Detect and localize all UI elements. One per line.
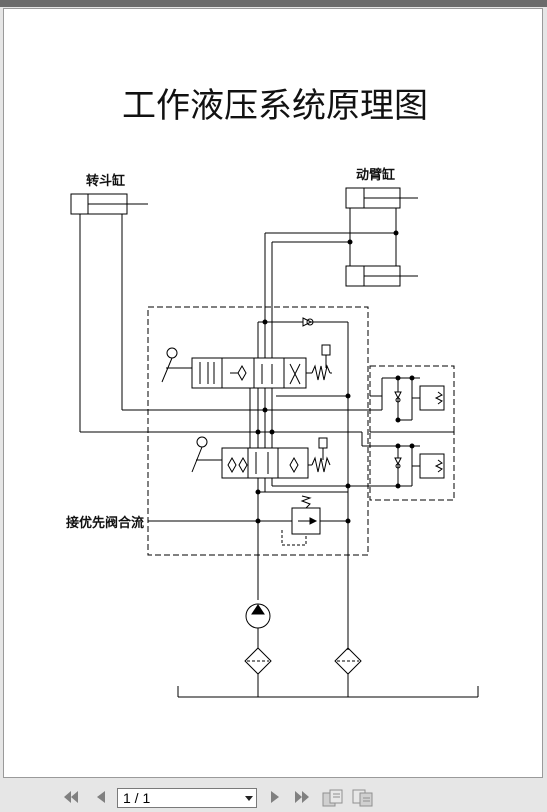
- first-page-icon: [64, 791, 78, 803]
- dropdown-arrow-icon: [245, 796, 253, 801]
- page-selector[interactable]: 1 / 1: [117, 788, 257, 808]
- return-filter: [334, 647, 362, 697]
- page-indicator: 1 / 1: [123, 790, 151, 806]
- bucket-control-valve: [161, 344, 332, 389]
- viewer-toolbar: 1 / 1: [0, 780, 547, 812]
- next-page-icon: [271, 791, 279, 803]
- label-priority-valve: 接优先阀合流: [66, 516, 145, 531]
- fit-page-button[interactable]: [322, 789, 343, 807]
- fit-page-icon: [322, 789, 343, 807]
- previous-page-icon: [97, 791, 105, 803]
- fit-width-icon: [352, 789, 373, 807]
- relief-block-upper: [346, 365, 455, 433]
- next-page-button[interactable]: [266, 789, 284, 805]
- last-page-button[interactable]: [293, 789, 311, 805]
- first-page-button[interactable]: [62, 789, 80, 805]
- diagram-title: 工作液压系统原理图: [122, 86, 428, 126]
- top-check-line: [257, 317, 349, 510]
- fit-width-button[interactable]: [352, 789, 373, 807]
- internal-piping: [80, 388, 351, 650]
- boom-control-valve: [191, 436, 331, 479]
- relief-block-lower: [346, 431, 455, 501]
- last-page-icon: [295, 791, 309, 803]
- priority-relief-valve: [281, 495, 321, 546]
- window-top-bar: [0, 0, 547, 7]
- boom-cylinders: [264, 187, 418, 358]
- suction-filter: [244, 647, 272, 697]
- pump: [245, 603, 271, 648]
- bucket-cylinder: [70, 193, 148, 432]
- label-bucket-cylinder: 转斗缸: [86, 174, 126, 189]
- document-page: [3, 8, 543, 778]
- hydraulic-schematic: [70, 187, 479, 698]
- label-boom-cylinder: 动臂缸: [356, 168, 396, 183]
- tank: [177, 686, 479, 698]
- previous-page-button[interactable]: [92, 789, 110, 805]
